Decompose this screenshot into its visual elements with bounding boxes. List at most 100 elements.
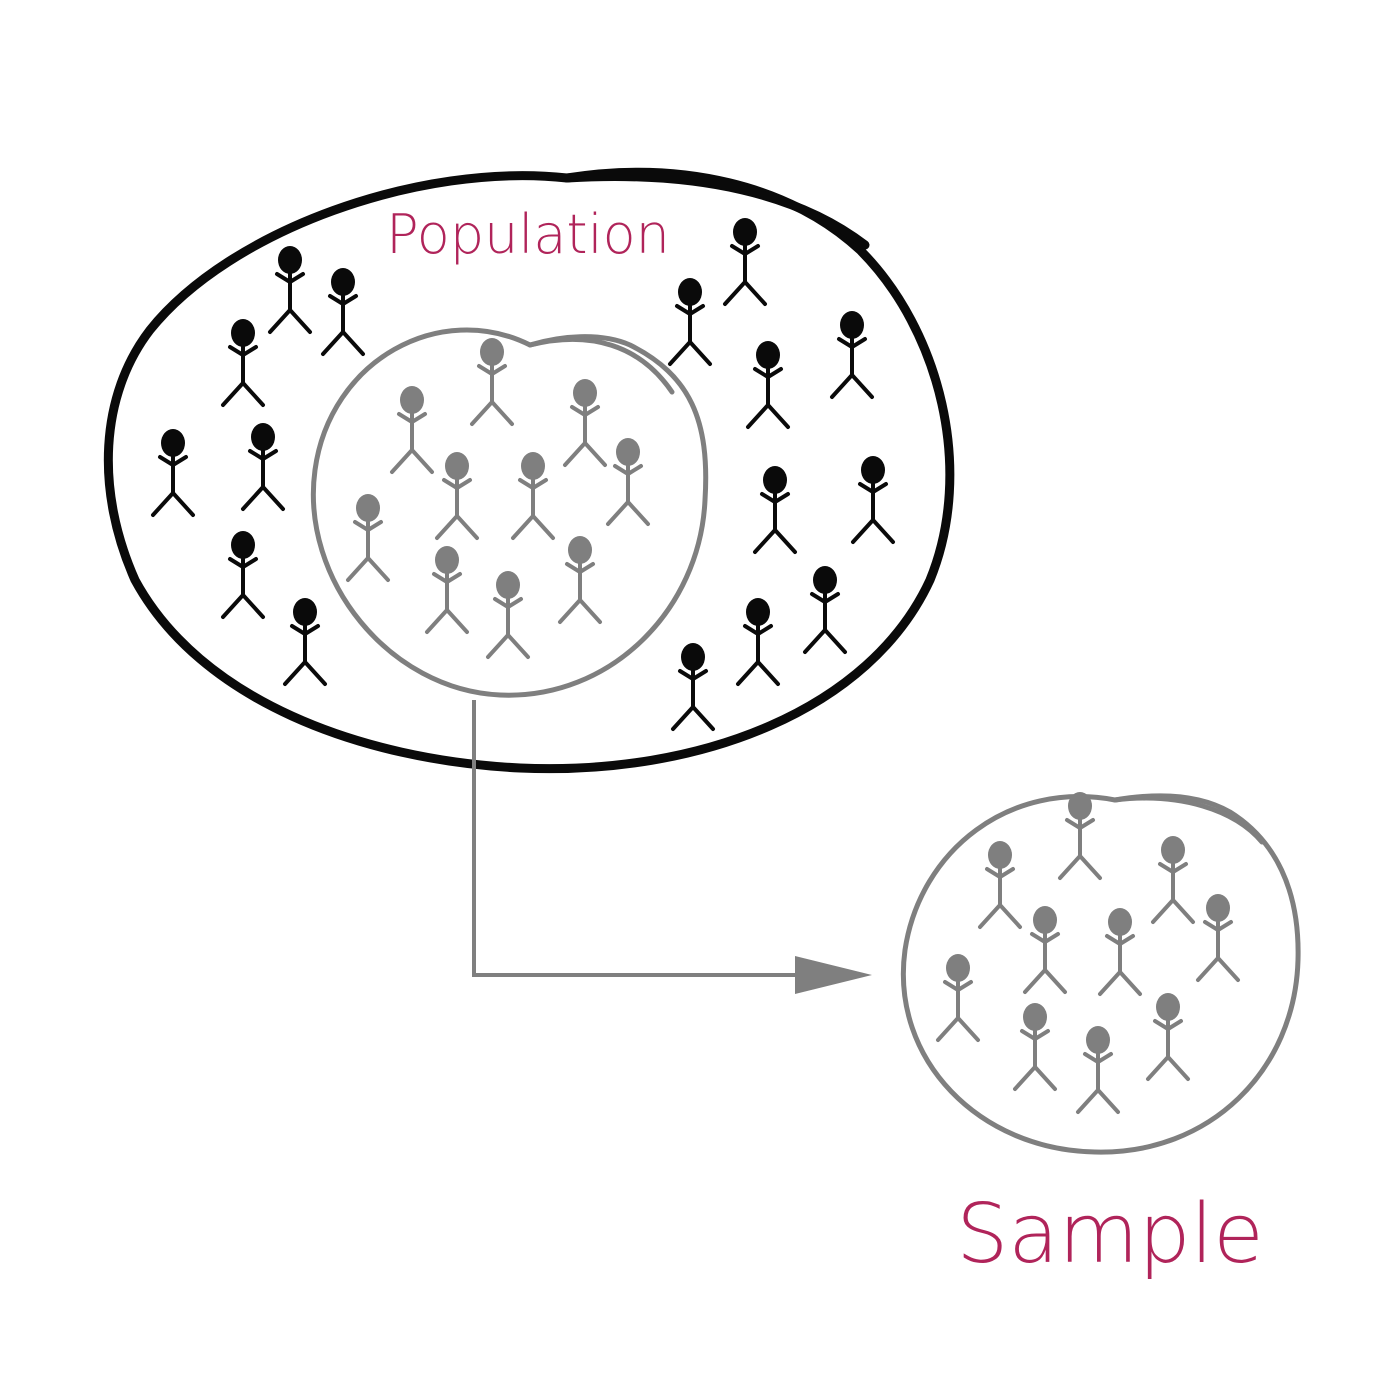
- figure-body: [221, 553, 265, 619]
- stick-figure-icon: [1023, 906, 1067, 994]
- figure-head: [840, 311, 864, 339]
- figure-body: [268, 268, 312, 334]
- figure-head: [231, 531, 255, 559]
- figure-head: [1033, 906, 1057, 934]
- figure-head: [435, 546, 459, 574]
- figure-head: [573, 379, 597, 407]
- stick-figure-icon: [1151, 836, 1195, 924]
- stick-figure-icon: [486, 571, 530, 659]
- figure-head: [568, 536, 592, 564]
- figure-head: [278, 246, 302, 274]
- stick-figure-icon: [346, 494, 390, 582]
- figure-head: [331, 268, 355, 296]
- figure-body: [1146, 1015, 1190, 1081]
- stick-figure-icon: [221, 319, 265, 407]
- stick-figure-icon: [221, 531, 265, 619]
- figure-head: [813, 566, 837, 594]
- stick-figure-icon: [1098, 908, 1142, 996]
- stick-figure-icon: [736, 598, 780, 686]
- figure-head: [356, 494, 380, 522]
- figure-body: [470, 360, 514, 426]
- population-people: [151, 218, 895, 731]
- stick-figure-icon: [1196, 894, 1240, 982]
- stick-figure-icon: [283, 598, 327, 686]
- figure-head: [1068, 792, 1092, 820]
- figure-head: [231, 319, 255, 347]
- stick-figure-icon: [803, 566, 847, 654]
- figure-body: [1151, 858, 1195, 924]
- stick-figure-icon: [723, 218, 767, 306]
- population-outline: [103, 167, 955, 774]
- figure-body: [486, 593, 530, 659]
- figure-body: [1196, 916, 1240, 982]
- figure-body: [803, 588, 847, 654]
- figure-body: [558, 558, 602, 624]
- figure-head: [861, 456, 885, 484]
- figure-head: [1108, 908, 1132, 936]
- sample-outline: [900, 793, 1301, 1155]
- figure-body: [151, 451, 195, 517]
- figure-body: [435, 474, 479, 540]
- stick-figure-icon: [978, 841, 1022, 929]
- figure-head: [678, 278, 702, 306]
- figure-body: [511, 474, 555, 540]
- figure-head: [1161, 836, 1185, 864]
- figure-head: [496, 571, 520, 599]
- figure-head: [763, 466, 787, 494]
- stick-figure-icon: [830, 311, 874, 399]
- stick-figure-icon: [268, 246, 312, 334]
- stick-figure-icon: [390, 386, 434, 474]
- figure-body: [1076, 1048, 1120, 1114]
- figure-body: [1058, 814, 1102, 880]
- figure-body: [321, 290, 365, 356]
- stick-figure-icon: [151, 429, 195, 517]
- stick-figure-icon: [470, 338, 514, 426]
- figure-head: [293, 598, 317, 626]
- figure-head: [681, 643, 705, 671]
- figure-body: [830, 333, 874, 399]
- figure-head: [480, 338, 504, 366]
- figure-head: [1023, 1003, 1047, 1031]
- stick-figure-icon: [563, 379, 607, 467]
- figure-body: [1023, 928, 1067, 994]
- sample-people: [936, 792, 1240, 1114]
- stick-figure-icon: [435, 452, 479, 540]
- figure-head: [733, 218, 757, 246]
- stick-figure-icon: [425, 546, 469, 634]
- stick-figure-icon: [851, 456, 895, 544]
- figure-body: [283, 620, 327, 686]
- figure-body: [851, 478, 895, 544]
- stick-figure-icon: [558, 536, 602, 624]
- figure-head: [1206, 894, 1230, 922]
- figure-head: [521, 452, 545, 480]
- stick-figure-icon: [1076, 1026, 1120, 1114]
- figure-body: [671, 665, 715, 731]
- figure-body: [221, 341, 265, 407]
- figure-body: [753, 488, 797, 554]
- figure-head: [400, 386, 424, 414]
- population-label: Population: [386, 203, 670, 266]
- figure-body: [936, 976, 980, 1042]
- stick-figure-icon: [1013, 1003, 1057, 1091]
- stick-figure-icon: [241, 423, 285, 511]
- stick-figure-icon: [606, 438, 650, 526]
- figure-body: [606, 460, 650, 526]
- figure-head: [616, 438, 640, 466]
- figure-body: [563, 401, 607, 467]
- figure-body: [241, 445, 285, 511]
- stick-figure-icon: [511, 452, 555, 540]
- figure-head: [1156, 993, 1180, 1021]
- figure-body: [668, 300, 712, 366]
- stick-figure-icon: [668, 278, 712, 366]
- figure-body: [1098, 930, 1142, 996]
- stick-figure-icon: [936, 954, 980, 1042]
- figure-head: [988, 841, 1012, 869]
- figure-head: [161, 429, 185, 457]
- stick-figure-icon: [321, 268, 365, 356]
- figure-body: [425, 568, 469, 634]
- figure-head: [445, 452, 469, 480]
- stick-figure-icon: [746, 341, 790, 429]
- stick-figure-icon: [1058, 792, 1102, 880]
- figure-body: [390, 408, 434, 474]
